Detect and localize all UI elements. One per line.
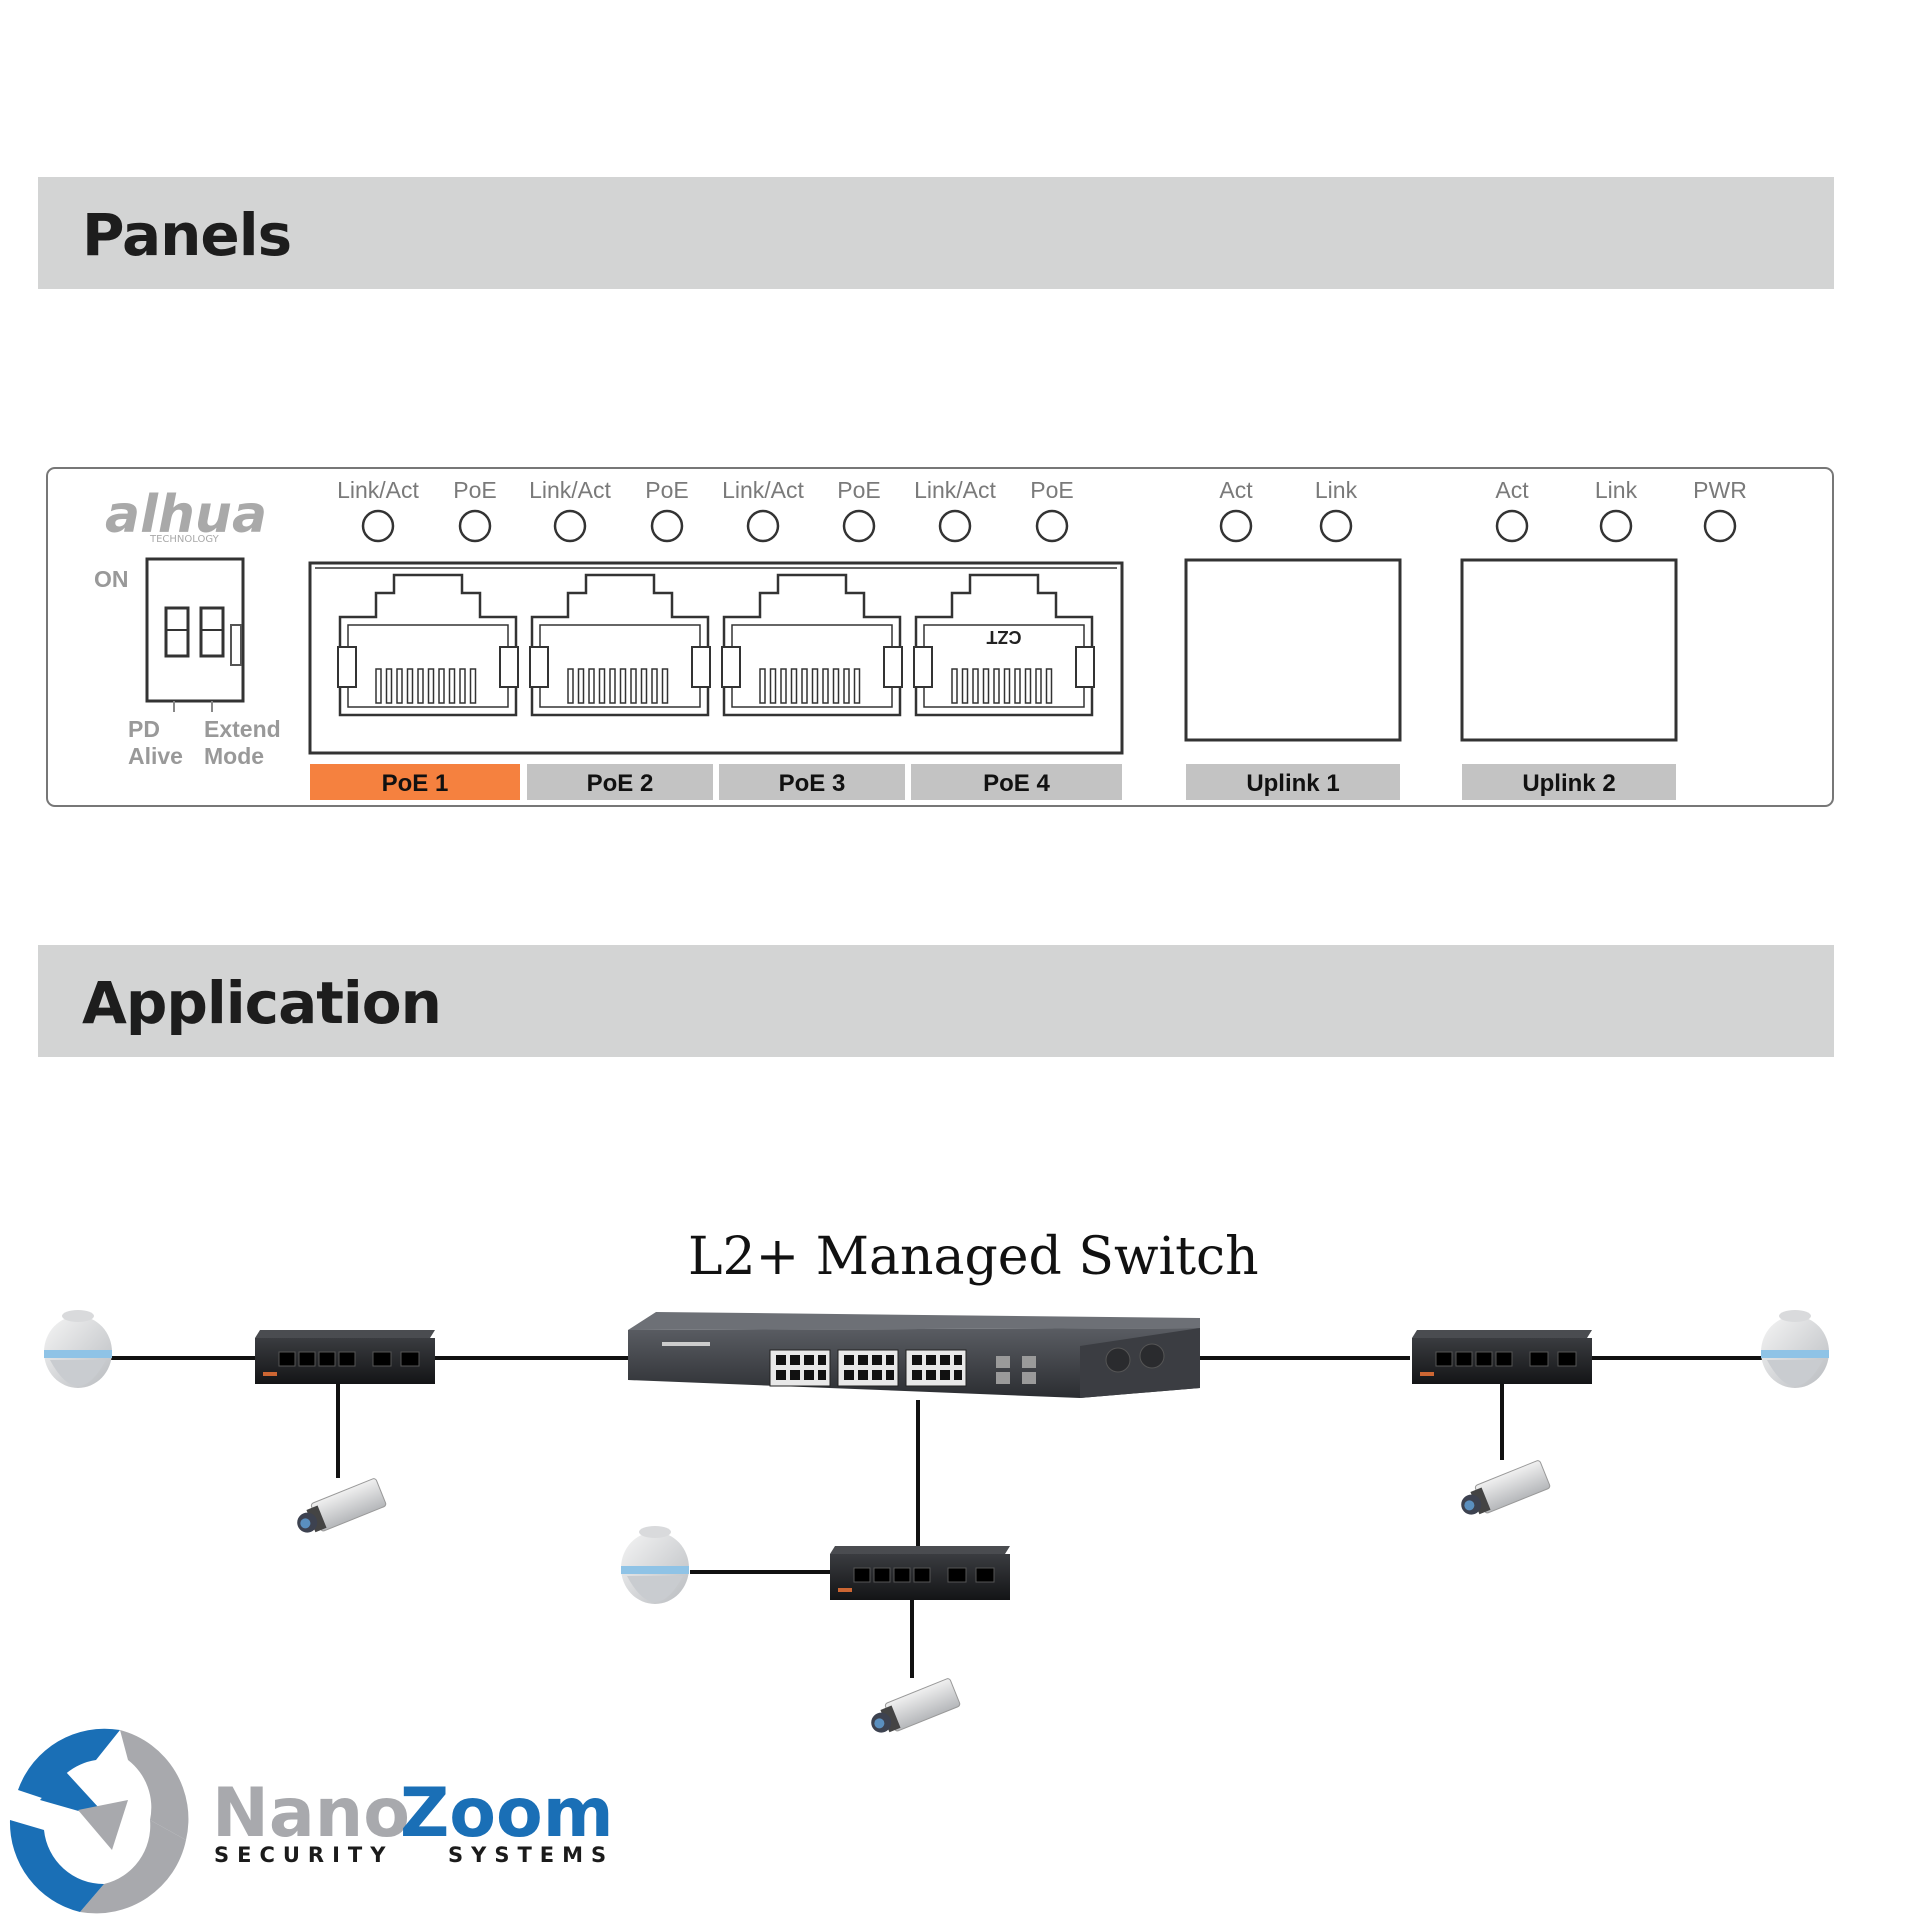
led-indicator-icon bbox=[650, 509, 684, 543]
bullet-camera-bottom bbox=[865, 1677, 962, 1740]
led-label: PoE bbox=[837, 477, 880, 503]
port-label-3: PoE 3 bbox=[719, 764, 905, 800]
port-label-text: PoE 1 bbox=[382, 770, 449, 797]
led-label: PoE bbox=[645, 477, 688, 503]
led-indicator-icon bbox=[1035, 509, 1069, 543]
led-indicator-icon bbox=[746, 509, 780, 543]
logo-zoom: Zoom bbox=[400, 1774, 614, 1853]
led-indicator-icon bbox=[1219, 509, 1253, 543]
dome-camera-right bbox=[1761, 1310, 1829, 1388]
port-label-text: PoE 2 bbox=[587, 770, 654, 797]
application-header-bar: Application bbox=[38, 945, 1834, 1057]
led-label: Link/Act bbox=[337, 477, 419, 503]
network-cables bbox=[110, 1356, 1770, 1678]
led-label: Link/Act bbox=[914, 477, 996, 503]
led-label: Link bbox=[1595, 477, 1638, 503]
led-indicator-icon bbox=[361, 509, 395, 543]
rj45-jack[interactable] bbox=[529, 573, 711, 717]
poe-switch-bottom bbox=[829, 1545, 1011, 1601]
led-indicator-icon bbox=[1703, 509, 1737, 543]
led-indicator-icon bbox=[842, 509, 876, 543]
led-label: Link/Act bbox=[529, 477, 611, 503]
port-label-6: Uplink 2 bbox=[1462, 764, 1676, 800]
port-label-text: Uplink 2 bbox=[1522, 770, 1615, 797]
led-label: Link/Act bbox=[722, 477, 804, 503]
led-label: Link bbox=[1315, 477, 1358, 503]
dome-camera-left bbox=[44, 1310, 112, 1388]
managed-switch-title: L2+ Managed Switch bbox=[688, 1227, 1259, 1287]
managed-switch bbox=[628, 1312, 1200, 1398]
bullet-camera-left bbox=[291, 1477, 388, 1540]
rj45-jack[interactable] bbox=[721, 573, 903, 717]
dip-label-pd: PD bbox=[128, 716, 160, 742]
port-label-5: Uplink 1 bbox=[1186, 764, 1400, 800]
nanozoom-logo: Nano Zoom SECURITY SYSTEMS bbox=[9, 1728, 614, 1914]
port-label-1: PoE 1 bbox=[310, 764, 520, 800]
port-label-text: PoE 3 bbox=[779, 770, 846, 797]
dip-label-extend: Extend bbox=[204, 716, 281, 742]
dip-label-alive: Alive bbox=[128, 743, 183, 769]
led-indicator-icon bbox=[458, 509, 492, 543]
jack-mark-text: CZT bbox=[987, 627, 1022, 647]
dip-label-mode: Mode bbox=[204, 743, 264, 769]
panels-title: Panels bbox=[82, 201, 292, 269]
dome-camera-bottom bbox=[621, 1526, 689, 1604]
nanozoom-emblem bbox=[9, 1728, 189, 1914]
logo-nano: Nano bbox=[212, 1774, 410, 1853]
dip-on-label: ON bbox=[94, 566, 129, 592]
led-label: PoE bbox=[453, 477, 496, 503]
switch-front-panel: alhua TECHNOLOGY ON PD Alive Extend Mode… bbox=[46, 467, 1834, 807]
application-topology: L2+ Managed Switch bbox=[9, 1227, 1829, 1914]
led-indicator-icon bbox=[1495, 509, 1529, 543]
port-label-2: PoE 2 bbox=[527, 764, 713, 800]
led-label: PoE bbox=[1030, 477, 1073, 503]
rj45-jack[interactable] bbox=[337, 573, 519, 717]
led-indicator-icon bbox=[938, 509, 972, 543]
led-indicator-icon bbox=[1319, 509, 1353, 543]
dahua-logo: alhua bbox=[105, 485, 267, 545]
logo-systems: SYSTEMS bbox=[448, 1843, 614, 1867]
dahua-logo-sub: TECHNOLOGY bbox=[149, 534, 220, 545]
dip-switch[interactable] bbox=[145, 557, 245, 703]
led-label: Act bbox=[1219, 477, 1253, 503]
bullet-camera-right bbox=[1455, 1459, 1552, 1522]
port-label-text: Uplink 1 bbox=[1246, 770, 1339, 797]
led-label: Act bbox=[1495, 477, 1529, 503]
panels-header-bar: Panels bbox=[38, 177, 1834, 289]
rj45-jack[interactable]: CZT bbox=[913, 573, 1095, 717]
port-label-text: PoE 4 bbox=[983, 770, 1050, 797]
logo-security: SECURITY bbox=[214, 1843, 393, 1867]
port-label-4: PoE 4 bbox=[911, 764, 1122, 800]
application-title: Application bbox=[82, 969, 442, 1037]
led-indicator-icon bbox=[553, 509, 587, 543]
poe-switch-right bbox=[1411, 1329, 1593, 1385]
led-label: PWR bbox=[1693, 477, 1747, 503]
poe-switch-left bbox=[254, 1329, 436, 1385]
led-indicator-icon bbox=[1599, 509, 1633, 543]
